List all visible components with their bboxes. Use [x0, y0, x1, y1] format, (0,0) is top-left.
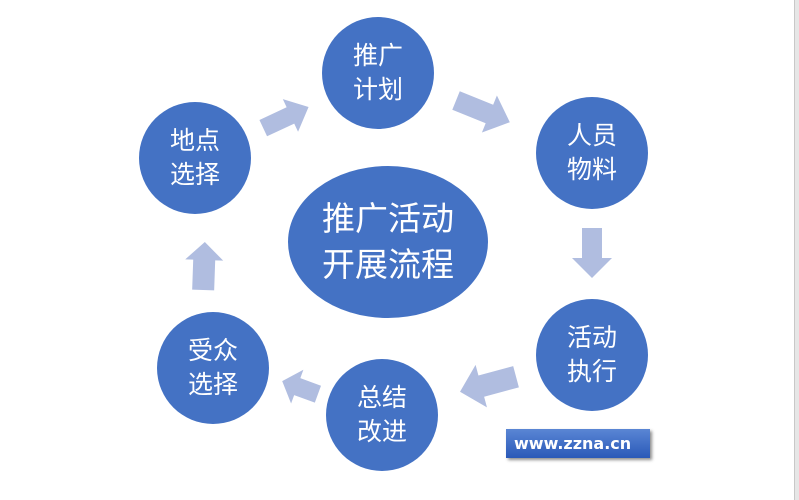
step-node-summary: 总结 改进	[326, 359, 438, 471]
arrow-icon	[452, 91, 510, 133]
step-node-audience: 受众 选择	[157, 312, 269, 424]
arrow-icon	[185, 242, 224, 291]
arrow-icon	[460, 364, 519, 408]
arrow-icon	[259, 99, 309, 137]
step-node-execution: 活动 执行	[536, 299, 648, 411]
step-node-staff-materials: 人员 物料	[536, 97, 648, 209]
step-node-plan: 推广 计划	[322, 17, 434, 129]
scrollbar[interactable]	[794, 0, 799, 500]
arrow-icon	[282, 369, 321, 404]
watermark-label: www.zzna.cn	[506, 429, 650, 458]
center-node: 推广活动 开展流程	[288, 166, 488, 318]
arrow-icon	[572, 228, 612, 278]
step-node-location: 地点 选择	[139, 102, 251, 214]
